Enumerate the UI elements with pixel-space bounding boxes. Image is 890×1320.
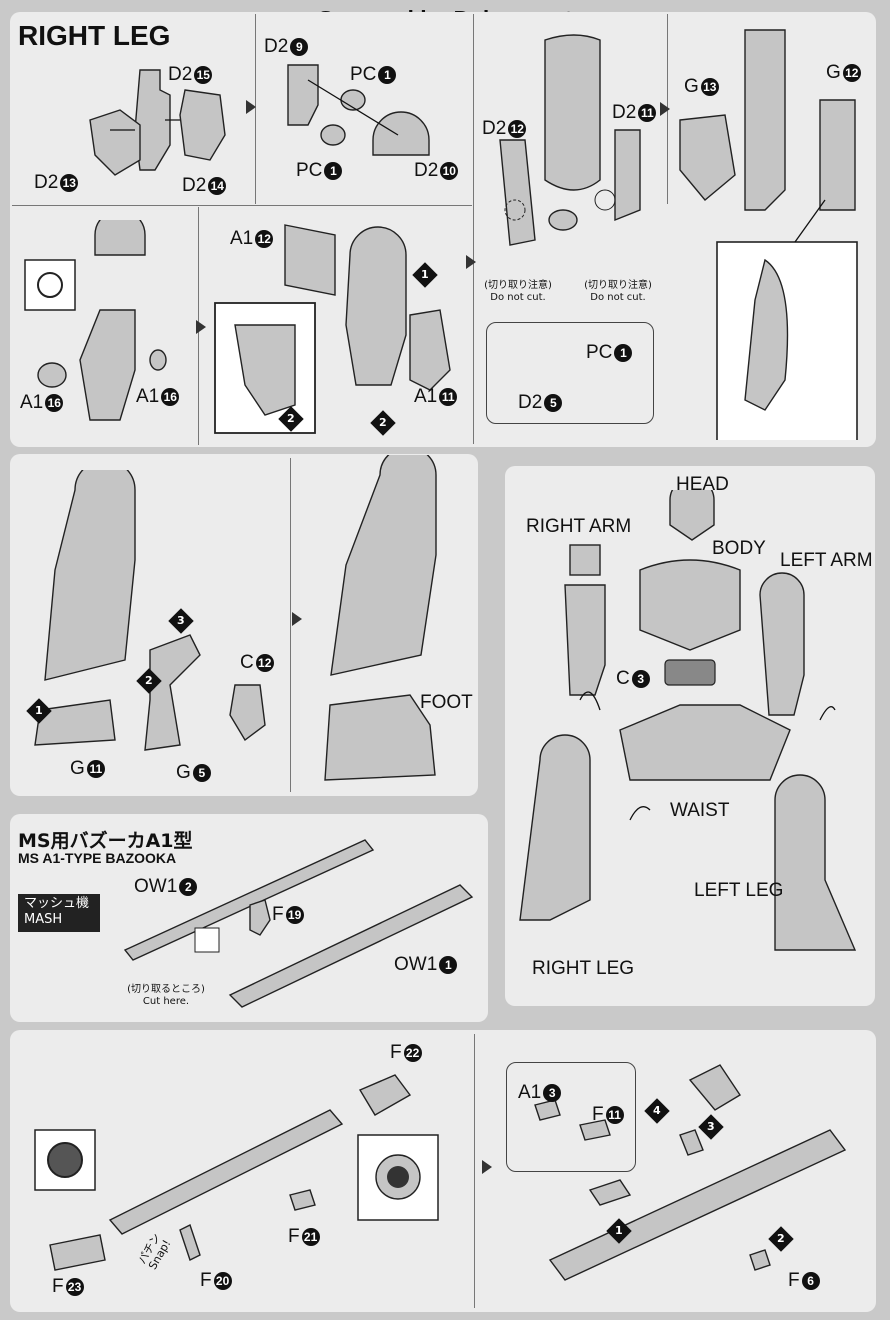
mobile-suit-assembly-diagram xyxy=(519,490,857,951)
label-right-leg: RIGHT LEG xyxy=(532,958,635,979)
bazooka-assembly-panel xyxy=(10,1030,876,1312)
divider xyxy=(12,205,472,206)
leg-with-foot-diagram xyxy=(324,455,437,781)
flow-arrow xyxy=(196,320,206,334)
lower-leg-diagram xyxy=(499,34,641,246)
leg-armor-assembly-diagram xyxy=(34,470,266,751)
label-head: HEAD xyxy=(676,474,729,495)
bazooka-parts-diagram xyxy=(123,839,474,1008)
bazooka-title-jp: MS用バズーカA1型 xyxy=(18,830,193,852)
label-right-arm: RIGHT ARM xyxy=(526,516,632,537)
bazooka-title-en: MS A1-TYPE BAZOOKA xyxy=(18,850,177,866)
divider xyxy=(290,458,291,792)
flow-arrow xyxy=(292,612,302,626)
knee-joint-diagram xyxy=(287,64,430,156)
caution-note-right: (切り取り注意)Do not cut. xyxy=(584,280,652,303)
flow-arrow xyxy=(482,1160,492,1174)
divider xyxy=(473,14,474,444)
armor-attach-diagram xyxy=(679,29,858,440)
label-foot: FOOT xyxy=(420,692,473,713)
bazooka-assembly-diagram xyxy=(34,1074,439,1271)
caution-note-left: (切り取り注意)Do not cut. xyxy=(484,280,552,303)
flow-arrow xyxy=(466,255,476,269)
flow-arrow xyxy=(246,100,256,114)
cut-here-note: (切り取るところ)Cut here. xyxy=(127,984,205,1007)
label-left-leg: LEFT LEG xyxy=(694,880,784,901)
label-waist: WAIST xyxy=(670,800,730,821)
label-body: BODY xyxy=(712,538,766,559)
pc-detail-box xyxy=(486,322,654,424)
knee-armor-diagram xyxy=(24,220,167,421)
knee-cover-diagram xyxy=(214,224,451,434)
divider xyxy=(474,1034,475,1308)
hand-detail-box xyxy=(506,1062,636,1172)
thigh-frame-diagram xyxy=(89,69,226,176)
label-left-arm: LEFT ARM xyxy=(780,550,873,571)
hand-bazooka-diagram xyxy=(534,1064,847,1281)
flow-arrow xyxy=(660,102,670,116)
right-leg-title: RIGHT LEG xyxy=(18,20,171,51)
